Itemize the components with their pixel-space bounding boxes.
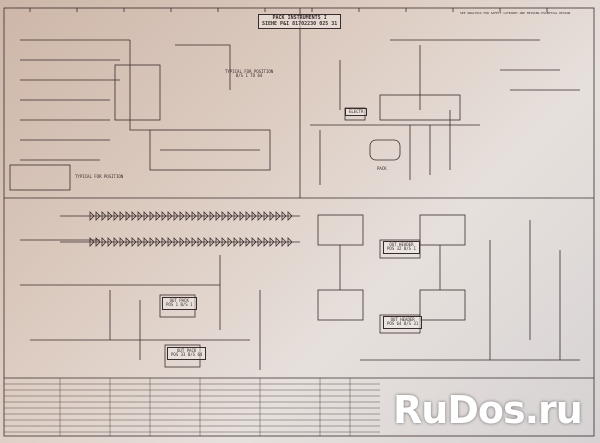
watermark-logo: RuDos.ru [393, 388, 583, 432]
valve-rows [60, 211, 300, 247]
title-block-grid [4, 378, 380, 436]
label-sub: POS 33 B/S 64 [171, 352, 203, 358]
typical-note-sub: B/S 1 TO 64 [235, 73, 263, 79]
label: OUT PACK [177, 348, 197, 353]
top-left-piping [9, 39, 271, 191]
label-sub: POS 32 B/S 1 [387, 246, 416, 252]
bottom-left-piping [20, 239, 261, 370]
drawing-frame [3, 7, 595, 437]
pack-label: PACK [377, 166, 387, 171]
typical-note-2: TYPICAL FOR POSITION [75, 174, 124, 179]
drawing-title: PACK INSTRUMENTS I SIEHE P&I 81702230 02… [258, 14, 342, 29]
frame-ticks [29, 8, 548, 12]
typical-note-text: TYPICAL FOR POSITION [225, 69, 274, 74]
label: OUT HEADER [390, 317, 415, 322]
label: OUT PACK [169, 298, 189, 303]
top-right-note: SEE ANALYSIS FOR SAFETY CATEGORY AND MIS… [460, 11, 571, 15]
label-sub: POS 1 B/S 1 [166, 302, 193, 308]
title-line-2: SIEHE P&I 81702230 025 31 [262, 20, 338, 27]
electr-label: ELECTR [345, 108, 368, 117]
label-sub: POS 64 B/S 31 [387, 321, 419, 327]
title-line-1: PACK INSTRUMENTS I [272, 15, 327, 21]
label: OUT HEADER [389, 242, 414, 247]
bottom-right-piping [317, 214, 580, 361]
